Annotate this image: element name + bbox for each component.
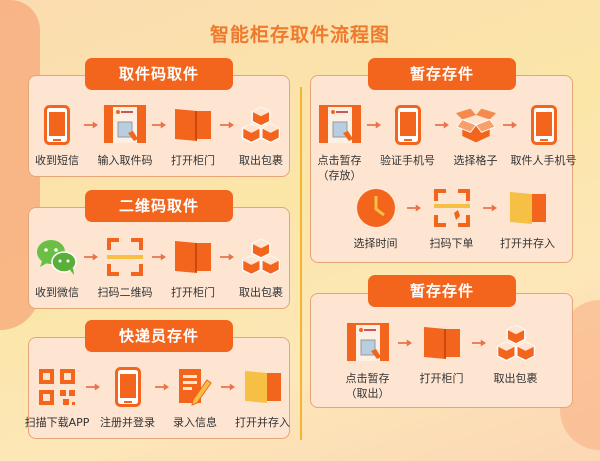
step-label: 点击暂存 (317, 154, 362, 167)
right-0-header: 暂存存件 (368, 58, 516, 90)
flow-step: 取件人手机号 (511, 105, 577, 168)
flow-step: 打开柜门 (412, 323, 472, 386)
qr-code-icon (36, 367, 78, 407)
step-label: 输入取件码 (97, 154, 153, 167)
flow-step: 扫描下载APP (25, 367, 89, 430)
flow-step: 选择格子 (449, 105, 503, 168)
flow-row: 点击暂存 （存放） 验证手机号 选择格子取件人手机号 (310, 105, 577, 183)
step-label: 选择格子 (453, 154, 498, 167)
boxes-icon (495, 323, 537, 363)
step-label: 取出包裹 (493, 372, 538, 385)
left-1-header: 二维码取件 (85, 190, 233, 222)
arrow-icon (84, 105, 98, 145)
arrow-icon (221, 367, 235, 407)
scan-order-icon (431, 188, 473, 228)
arrow-icon (84, 237, 98, 277)
arrow-icon (471, 323, 486, 363)
divider (300, 87, 302, 440)
arrow-icon (434, 105, 449, 145)
flow-step: 输入取件码 (97, 105, 153, 168)
page-title: 智能柜存取件流程图 (209, 24, 390, 46)
flow-step: 录入信息 (169, 367, 221, 430)
arrow-icon (406, 188, 421, 228)
flow-step: 扫码下单 (421, 188, 483, 251)
kiosk-icon (346, 323, 389, 363)
locker-door-icon (172, 237, 214, 277)
flow-step: 点击暂存 （取出） (338, 323, 398, 401)
step-label: 验证手机号 (380, 154, 435, 167)
step-label: 打开并存入 (235, 416, 290, 429)
clock-icon (355, 188, 397, 228)
arrow-icon (220, 237, 234, 277)
kiosk-icon (318, 105, 361, 145)
step-label: 扫码二维码 (97, 286, 153, 299)
step-label: 打开柜门 (419, 372, 464, 385)
flow-step: 扫码二维码 (97, 237, 153, 300)
step-sublabel: （取出） (345, 387, 390, 400)
arrow-icon (397, 323, 412, 363)
flow-row: 收到短信 输入取件码 打开柜门 取出包裹 (28, 105, 290, 168)
phone-icon (523, 105, 565, 145)
locker-door-icon (421, 323, 463, 363)
scan-icon (104, 237, 146, 277)
step-label: 收到微信 (35, 286, 79, 299)
flow-row: 点击暂存 （取出） 打开柜门 取出包裹 (310, 323, 573, 401)
phone-icon (36, 105, 78, 145)
left-0-header: 取件码取件 (85, 58, 233, 90)
right-1-header: 暂存存件 (368, 275, 516, 307)
step-label: 注册并登录 (100, 416, 155, 429)
step-label: 打开柜门 (171, 286, 215, 299)
step-label: 取出包裹 (239, 154, 283, 167)
left-2-header: 快递员存件 (85, 320, 233, 352)
kiosk-icon (104, 105, 146, 145)
arrow-icon (86, 367, 100, 407)
arrow-icon (366, 105, 381, 145)
step-label: 扫描下载APP (24, 416, 90, 429)
flow-step: 收到微信 (30, 237, 84, 300)
flow-step: 打开柜门 (166, 237, 220, 300)
boxes-icon (240, 237, 282, 277)
phone-icon (107, 367, 149, 407)
step-sublabel: （存放） (317, 169, 362, 182)
step-label: 打开柜门 (171, 154, 215, 167)
flow-step: 验证手机号 (380, 105, 435, 168)
step-label: 取出包裹 (239, 286, 283, 299)
flow-step: 收到短信 (30, 105, 84, 168)
arrow-icon (220, 105, 234, 145)
flow-step: 点击暂存 （存放） (313, 105, 367, 183)
flow-step: 注册并登录 (100, 367, 155, 430)
phone-icon (387, 105, 429, 145)
step-label: 收到短信 (35, 154, 79, 167)
arrow-icon (152, 105, 166, 145)
document-pen-icon (174, 367, 216, 407)
wechat-icon (36, 237, 78, 277)
step-label: 选择时间 (353, 237, 398, 250)
step-label: 点击暂存 (345, 372, 390, 385)
boxes-icon (240, 105, 282, 145)
step-label: 录入信息 (173, 416, 217, 429)
step-label: 取件人手机号 (510, 154, 577, 167)
locker-door-icon (172, 105, 214, 145)
step-label: 打开并存入 (500, 237, 555, 250)
arrow-icon (502, 105, 517, 145)
flow-step: 打开并存入 (497, 188, 559, 251)
arrow-icon (155, 367, 169, 407)
locker-yellow-icon (507, 188, 549, 228)
step-label: 扫码下单 (429, 237, 474, 250)
arrow-icon (152, 237, 166, 277)
flow-step: 取出包裹 (486, 323, 546, 386)
open-box-icon (455, 105, 497, 145)
flow-step: 取出包裹 (234, 105, 288, 168)
flow-row: 扫描下载APP 注册并登录 录入信息 打开并存入 (25, 367, 290, 430)
locker-yellow-icon (242, 367, 284, 407)
flow-step: 打开柜门 (166, 105, 220, 168)
flow-row: 选择时间 扫码下单 打开并存入 (310, 188, 573, 251)
arrow-icon (482, 188, 497, 228)
flow-step: 选择时间 (345, 188, 407, 251)
flow-step: 取出包裹 (234, 237, 288, 300)
flow-row: 收到微信 扫码二维码 打开柜门 取出包裹 (28, 237, 290, 300)
flow-step: 打开并存入 (235, 367, 290, 430)
